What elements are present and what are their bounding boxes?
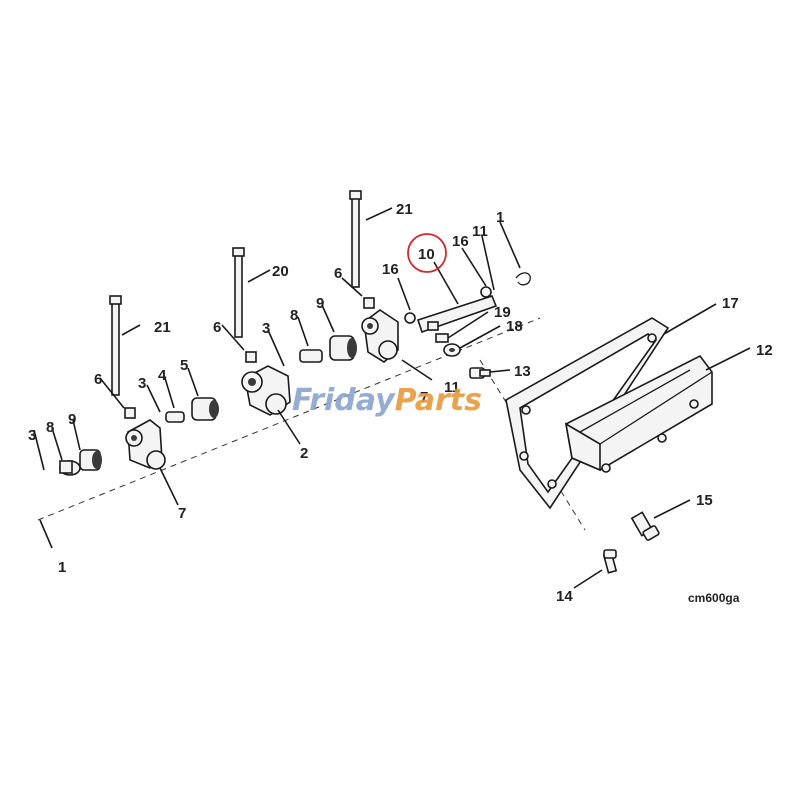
rocker-arm-middle (241, 365, 291, 416)
push-rod-middle (232, 247, 245, 338)
callout-7-left: 7 (178, 505, 186, 522)
bushing-left-9 (79, 449, 102, 471)
callout-2: 2 (300, 445, 308, 462)
adjusting-screw-middle-6 (245, 351, 257, 363)
adjusting-screw-right-6 (363, 297, 375, 309)
push-rod-right (349, 190, 362, 288)
callout-11-lower: 11 (444, 379, 460, 396)
callout-21-left: 21 (154, 319, 171, 336)
pin-middle-8 (299, 349, 323, 363)
callout-6-mid: 6 (213, 319, 221, 336)
callout-18: 18 (506, 318, 523, 335)
callout-9-mid: 9 (316, 295, 324, 312)
bushing-left-5 (191, 397, 219, 421)
callout-6-right: 6 (334, 265, 342, 282)
callout-20: 20 (272, 263, 289, 280)
callout-labels: 1 1 2 3 3 3 4 5 6 6 6 7 7 8 8 9 9 11 11 … (28, 201, 773, 605)
callout-14: 14 (556, 588, 573, 605)
nut-18 (443, 343, 461, 357)
callout-6-left: 6 (94, 371, 102, 388)
bushing-middle-9 (329, 335, 357, 361)
callout-16-right: 16 (452, 233, 469, 250)
rocker-cover-12 (564, 354, 713, 473)
rocker-arm-right (361, 309, 399, 363)
pin-left-4 (165, 411, 185, 423)
watermark-part-parts: Parts (395, 383, 482, 418)
callout-3-left: 3 (28, 427, 36, 444)
callout-12: 12 (756, 342, 773, 359)
rocker-shaft-10 (404, 286, 498, 334)
bolt-13 (469, 367, 491, 379)
retainer-clip-1 (515, 272, 531, 286)
cover-bolt-14 (602, 549, 618, 574)
callout-1-top: 1 (496, 209, 504, 226)
callout-leaders (33, 207, 751, 589)
push-rod-left (109, 295, 122, 396)
callout-21-right: 21 (396, 201, 413, 218)
watermark-part-friday: Friday (292, 383, 396, 418)
watermark-logo: FridayParts (292, 383, 482, 418)
callout-16-left: 16 (382, 261, 399, 278)
callout-10-highlighted: 10 (418, 246, 435, 263)
callout-11-upper: 11 (472, 223, 488, 240)
callout-15: 15 (696, 492, 713, 509)
callout-4: 4 (158, 367, 167, 384)
callout-17: 17 (722, 295, 739, 312)
bushing-left-8 (59, 460, 81, 476)
callout-5: 5 (180, 357, 188, 374)
washer-19 (435, 333, 449, 343)
rocker-arm-left (125, 419, 166, 470)
callout-13: 13 (514, 363, 531, 380)
adjusting-screw-left-6 (124, 407, 136, 419)
cover-bolt-15 (630, 511, 660, 541)
drawing-code: cm600ga (688, 591, 740, 605)
callout-7-right: 7 (420, 389, 428, 406)
assembly-axis-line (37, 317, 541, 521)
callout-9-left: 9 (68, 411, 76, 428)
callout-1-bottom: 1 (58, 559, 66, 576)
callout-3-right: 3 (262, 320, 270, 337)
callout-8-left: 8 (46, 419, 54, 436)
highlight-ring (407, 233, 447, 273)
callout-19: 19 (494, 304, 511, 321)
callout-3-mid: 3 (138, 375, 146, 392)
callout-8-mid: 8 (290, 307, 298, 324)
